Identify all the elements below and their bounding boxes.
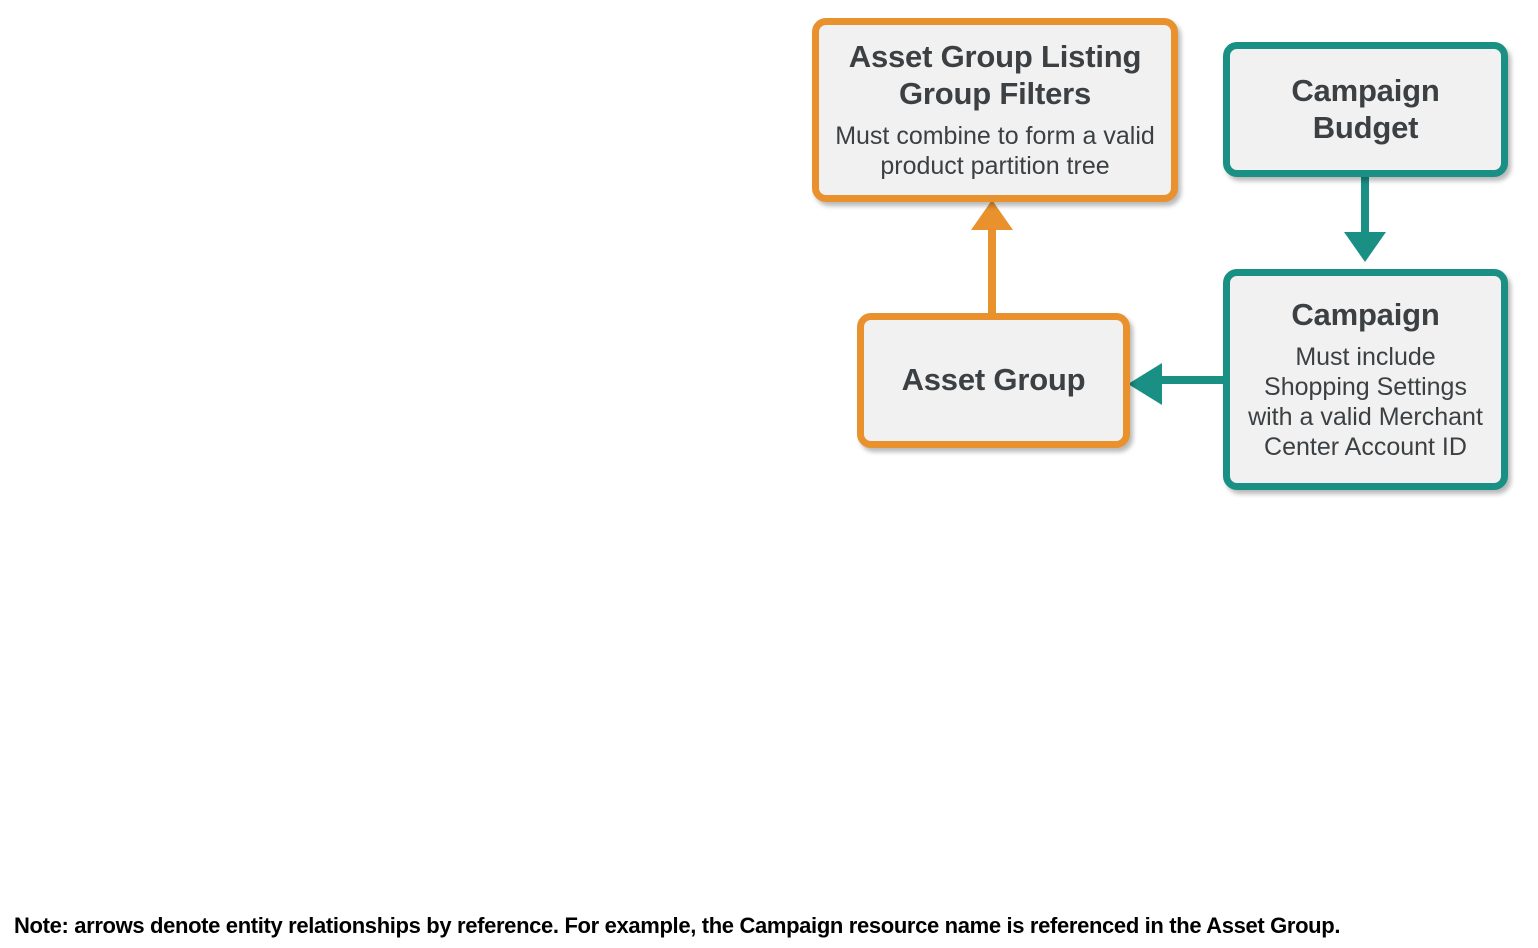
node-asset-group-listing-group-filters[interactable]: Asset Group Listing Group Filters Must c… <box>812 18 1178 202</box>
diagram-footnote: Note: arrows denote entity relationships… <box>14 913 1341 938</box>
node-title: Campaign Budget <box>1291 72 1440 145</box>
node-campaign-budget[interactable]: Campaign Budget <box>1223 42 1508 177</box>
arrow-left-icon <box>1128 363 1162 405</box>
node-asset-group[interactable]: Asset Group <box>857 313 1130 448</box>
node-title: Asset Group <box>901 362 1086 398</box>
arrow-up-icon <box>971 200 1013 230</box>
node-subtitle: Must combine to form a valid product par… <box>835 121 1155 180</box>
node-campaign[interactable]: Campaign Must include Shopping Settings … <box>1223 269 1508 490</box>
edge-line <box>988 225 996 315</box>
edge-line <box>1160 376 1228 384</box>
arrow-down-icon <box>1344 232 1386 262</box>
node-title: Asset Group Listing Group Filters <box>848 39 1142 111</box>
node-subtitle: Must include Shopping Settings with a va… <box>1248 342 1483 461</box>
edge-line <box>1361 176 1369 238</box>
node-title: Campaign <box>1291 297 1440 333</box>
